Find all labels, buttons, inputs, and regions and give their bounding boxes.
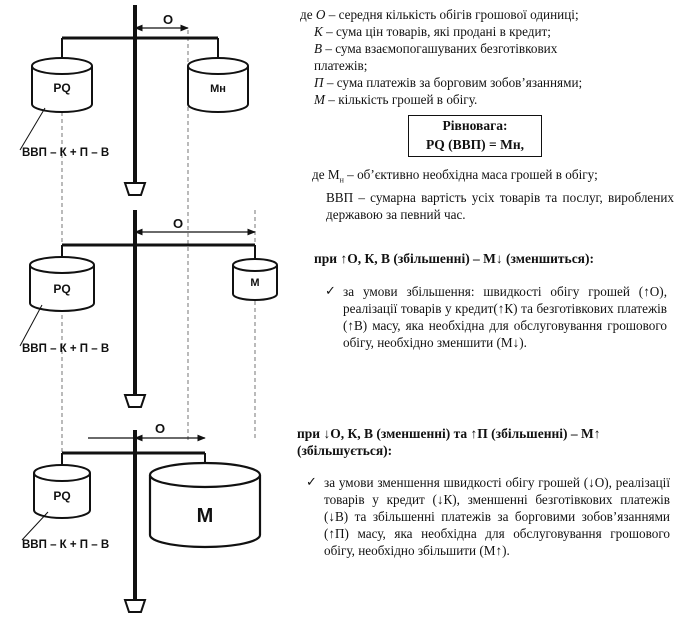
- gdp-definition: ВВП – сумарна вартість усіх товарів та п…: [326, 189, 674, 222]
- balance-scale-2: O PQ М ВВП – К + П – В: [19, 210, 278, 408]
- definitions-list: де O – середня кількість обігів грошової…: [300, 6, 678, 108]
- mn-definition: де Мн – об’єктивно необхідна маса грошей…: [312, 167, 674, 222]
- m-big-label: М: [197, 505, 214, 527]
- definition-o: де O – середня кількість обігів грошової…: [300, 7, 579, 22]
- formula-label-1: ВВП – К + П – В: [22, 147, 109, 159]
- equilibrium-formula: PQ (ВВП) = Мн,: [426, 137, 524, 152]
- definition-p: П – сума платежів за борговим зобов’язан…: [314, 75, 583, 90]
- definition-m: М – кількість грошей в обігу.: [314, 92, 478, 107]
- equilibrium-box: Рівновага: PQ (ВВП) = Мн,: [408, 115, 542, 157]
- mn-label: Мн: [210, 83, 226, 95]
- velocity-label-3: O: [155, 421, 165, 436]
- balance-scale-3: O PQ М ВВП – К + П – В: [21, 421, 262, 613]
- definition-k: К – сума цін товарів, які продані в кред…: [314, 24, 551, 39]
- definition-v-cont: платежів;: [314, 58, 368, 73]
- formula-label-3: ВВП – К + П – В: [22, 539, 109, 551]
- m-small-label: М: [250, 277, 259, 289]
- formula-label-2: ВВП – К + П – В: [22, 343, 109, 355]
- pq-label-2: PQ: [53, 282, 70, 296]
- case1-bullet: за умови збільшення: швидкості обігу гро…: [343, 284, 667, 350]
- definition-v: В – сума взаємопогашуваних безготівкових: [314, 41, 558, 56]
- pq-label-3: PQ: [53, 489, 70, 503]
- case1-heading: при ↑О, К, В (збільшенні) – М↓ (зменшить…: [314, 251, 594, 266]
- velocity-label-2: O: [173, 216, 183, 231]
- balance-scale-1: O PQ Мн ВВП – К + П – В: [19, 5, 249, 196]
- equilibrium-title: Рівновага:: [442, 118, 508, 133]
- money-balance-diagram: O PQ Мн ВВП – К + П – В O PQ М ВВП – К +…: [19, 5, 278, 613]
- velocity-label-1: O: [163, 12, 173, 27]
- checkmark-icon: ✓: [306, 474, 317, 489]
- case2-heading: при ↓О, К, В (зменшенні) та ↑П (збільшен…: [297, 426, 601, 458]
- checkmark-icon: ✓: [325, 283, 336, 298]
- case2-bullet: за умови зменшення швидкості обігу гроше…: [324, 475, 670, 558]
- pq-label-1: PQ: [53, 81, 70, 95]
